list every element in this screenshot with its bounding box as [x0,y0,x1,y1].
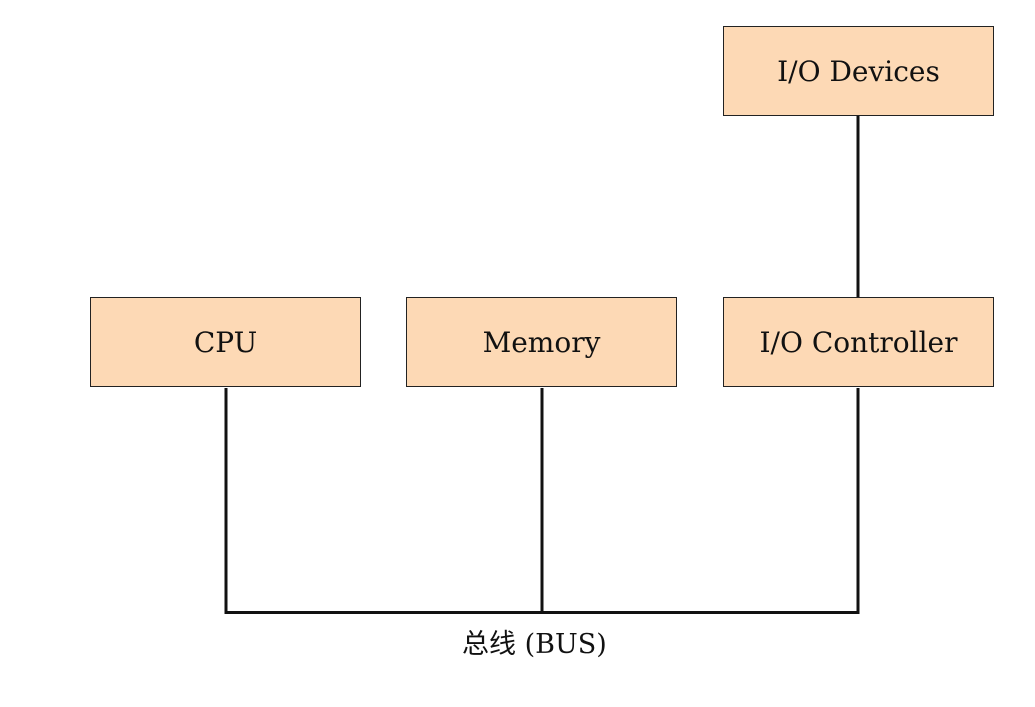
cpu-label: CPU [193,325,258,359]
memory-box: Memory [406,297,677,387]
bus-label: 总线 (BUS) [462,629,607,660]
io-devices-box: I/O Devices [723,26,994,116]
io-devices-label: I/O Devices [777,54,940,88]
memory-label: Memory [482,325,601,359]
cpu-box: CPU [90,297,361,387]
io-controller-box: I/O Controller [723,297,994,387]
io-controller-label: I/O Controller [759,325,958,359]
